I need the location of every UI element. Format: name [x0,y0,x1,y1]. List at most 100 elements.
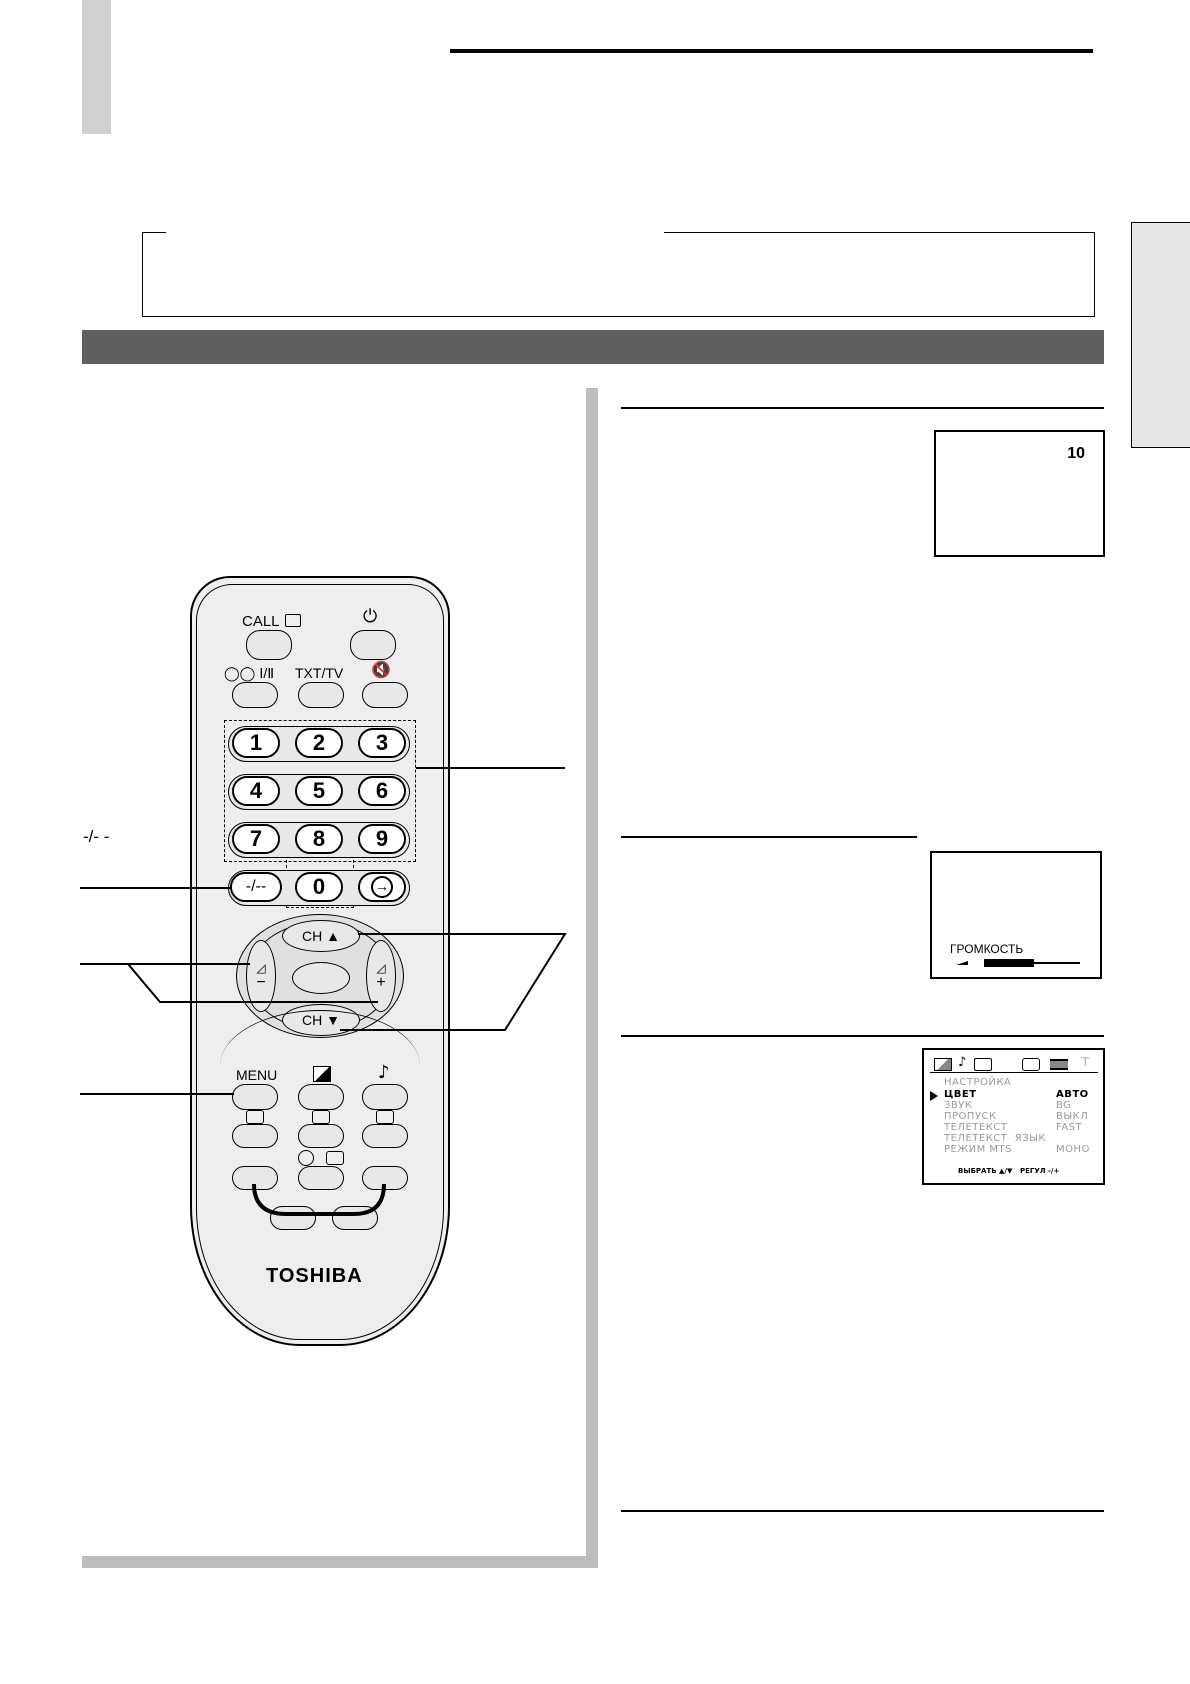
menu-row-label-2: ЗВУК [944,1100,973,1111]
fastext-green-button[interactable] [270,1206,316,1230]
picture-tab-icon [934,1058,952,1071]
side-thumb-tab [1131,222,1190,448]
menu-row-label-1: ЦВЕТ [944,1089,977,1100]
txt-tv-label: TXT/TV [295,665,344,681]
call-label-text: CALL [242,613,279,630]
power-icon: ⏻ [363,606,378,627]
volume-up-label: + [376,974,386,991]
digit-8-button[interactable]: 8 [295,824,343,854]
leader-volume [80,963,378,1003]
ok-center-button[interactable] [292,962,350,994]
menu-footer-adjust: РЕГУЛ -/+ [1020,1167,1060,1175]
digit-5-button[interactable]: 5 [295,776,343,806]
dash-button[interactable]: -/-- [230,872,282,902]
timer-icon [298,1150,314,1166]
osd-volume-bar-fill [984,959,1034,967]
sound-note-icon: ♪ [378,1062,390,1083]
digit-1-button[interactable]: 1 [232,728,280,758]
teletext-hold-icon [246,1110,264,1124]
right-rule-4 [621,1510,1104,1512]
menu-row-label-3: ПРОПУСК [944,1111,997,1122]
timer-tab-icon [974,1058,992,1071]
osd-channel-number: 10 [1067,445,1085,462]
volume-down-icon: ◿ [256,961,266,975]
note-box-gap [166,228,664,236]
teletext-index-button[interactable] [362,1124,408,1148]
panel-frame-bottom [82,1556,598,1568]
input-source-icon: → [371,876,393,898]
menu-row-value-4: FAST [1056,1122,1083,1133]
osd-channel-box: 10 [934,430,1105,557]
dash-side-label: -/- - [83,827,110,846]
channel-up-label: CH ▲ [302,928,340,944]
sound-tab-icon: ♪ [958,1055,967,1070]
digit-7-button[interactable]: 7 [232,824,280,854]
function-tab-icon [1022,1058,1040,1071]
osd-menu-pointer-icon [930,1091,938,1101]
picture-button[interactable] [298,1084,344,1110]
menu-row-label-4: ТЕЛЕТЕКСТ [944,1122,1008,1133]
antenna-tab-icon: ⊤ [1080,1055,1091,1069]
teletext-index-icon [376,1110,394,1124]
menu-row-value-6: МОНО [1056,1144,1090,1155]
digit-6-button[interactable]: 6 [358,776,406,806]
stereo-icon: ◯◯ [224,666,256,682]
sound-mode-button[interactable] [232,682,278,708]
menu-row-value-3: ВЫКЛ [1056,1111,1089,1122]
osd-volume-label: ГРОМКОСТЬ [950,942,1024,956]
teletext-reveal-icon [312,1110,330,1124]
osd-volume-bar-track [1034,962,1080,964]
teletext-reveal-button[interactable] [298,1124,344,1148]
panel-frame-right [586,388,598,1568]
power-button[interactable] [350,630,396,660]
picture-icon [313,1066,331,1082]
menu-button[interactable] [232,1084,278,1110]
sound-button[interactable] [362,1084,408,1110]
leader-fastext-bracket [252,1183,386,1216]
section-banner [82,330,1104,364]
remote-curve-separator [220,1010,420,1066]
teletext-call-icon [285,614,302,627]
digit-9-button[interactable]: 9 [358,824,406,854]
right-rule-1 [621,407,1104,409]
sound-mode-label: ◯◯ Ⅰ/Ⅱ [224,666,274,681]
call-label: CALL [242,613,302,630]
mute-icon: 🔇 [371,660,391,679]
remote-brand-logo: TOSHIBA [266,1265,363,1287]
leader-channel [340,933,567,1031]
osd-volume-box: ГРОМКОСТЬ [930,851,1102,979]
call-button[interactable] [246,630,292,660]
osd-menu-iconbar: ♪ ⊤ [930,1055,1098,1073]
timer-button[interactable] [298,1166,344,1190]
txt-tv-button[interactable] [298,682,344,708]
volume-up-button[interactable]: ◿ + [366,940,396,1012]
menu-row-label-5: ТЕЛЕТЕКСТ ЯЗЫК [944,1133,1047,1144]
menu-label: MENU [236,1067,278,1083]
digit-2-button[interactable]: 2 [295,728,343,758]
menu-row-value-1: АВТО [1056,1089,1089,1100]
volume-up-icon: ◿ [376,961,386,975]
teletext-cancel-icon [326,1151,344,1165]
digit-4-button[interactable]: 4 [232,776,280,806]
digit-3-button[interactable]: 3 [358,728,406,758]
menu-row-value-2: BG [1056,1100,1072,1111]
mute-button[interactable] [362,682,408,708]
setup-tab-icon [1050,1059,1068,1070]
remote-inner-outline [196,584,444,1340]
right-rule-2 [621,836,917,838]
right-rule-3 [621,1035,1104,1037]
menu-row-label-6: РЕЖИМ MTS [944,1144,1012,1155]
header-rule [450,49,1093,53]
input-source-button[interactable]: → [358,872,406,902]
header-gray-tab [82,0,111,134]
menu-row-label-0: НАСТРОЙКА [944,1077,1012,1088]
digit-0-button[interactable]: 0 [295,872,343,902]
osd-volume-speaker-icon [956,961,968,965]
osd-menu-box: ♪ ⊤ НАСТРОЙКА ЦВЕТ АВТО ЗВУК BG ПРОПУСК … [922,1048,1105,1185]
sound-mode-text: Ⅰ/Ⅱ [259,665,275,681]
teletext-hold-button[interactable] [232,1124,278,1148]
channel-up-button[interactable]: CH ▲ [282,920,360,952]
menu-footer-select: ВЫБРАТЬ ▲/▼ [958,1167,1013,1175]
volume-down-button[interactable]: ◿ − [246,940,276,1012]
